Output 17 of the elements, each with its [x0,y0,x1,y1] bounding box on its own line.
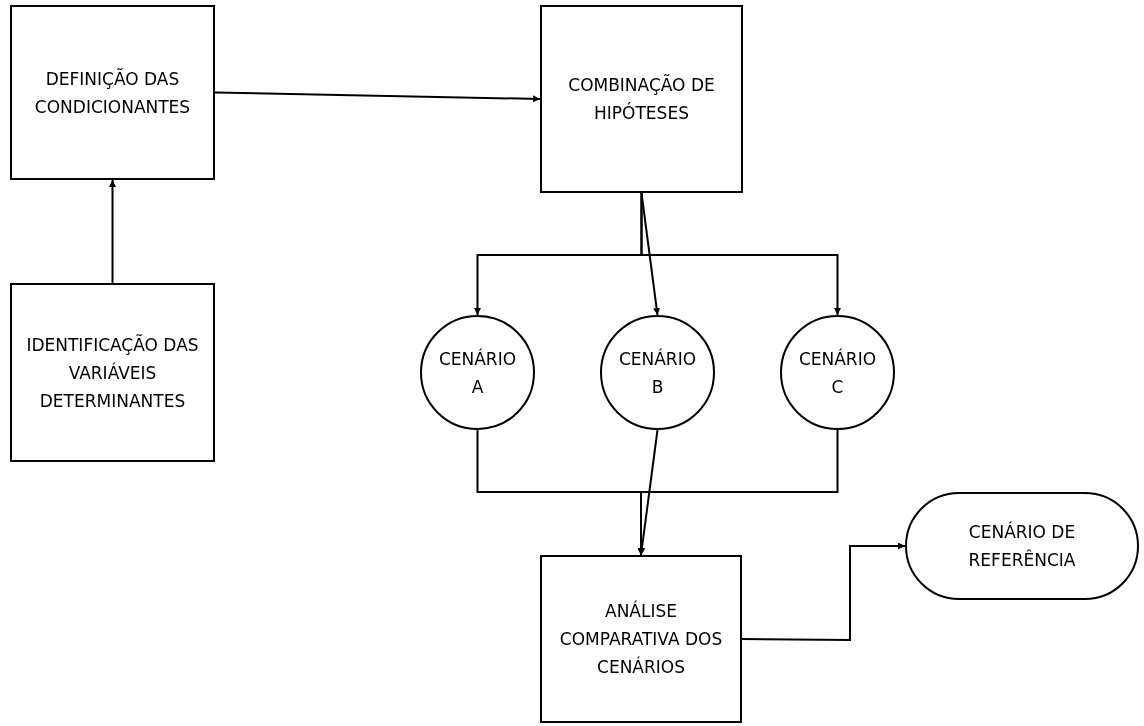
node-label: COMBINAÇÃO DE HIPÓTESES [567,73,716,125]
node-label: CENÁRIO DE REFERÊNCIA [967,520,1077,572]
process-box [540,555,742,723]
arrow [640,192,841,316]
node-label: CENÁRIO C [797,347,878,399]
process-box [10,283,215,462]
node-label: DEFINIÇÃO DAS CONDICIONANTES [33,67,192,119]
node-label: CENÁRIO B [617,347,698,399]
arrow [109,179,116,284]
arrow [741,542,906,641]
node-label: CENÁRIO A [437,347,518,399]
process-box [540,5,743,193]
process-box [10,5,215,180]
node-label: ANÁLISE COMPARATIVA DOS CENÁRIOS [558,599,724,679]
node-label: IDENTIFICAÇÃO DAS VARIÁVEIS DETERMINANTES [25,333,200,413]
arrow [214,91,541,103]
arrow [637,429,839,556]
